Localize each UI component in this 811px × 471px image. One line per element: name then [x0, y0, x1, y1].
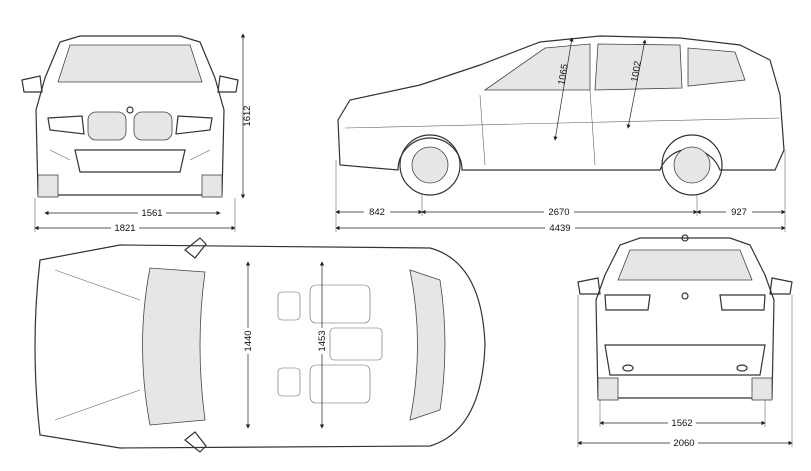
front-track-label: 1561	[141, 208, 162, 219]
wheelbase-label: 2670	[548, 207, 569, 218]
width-with-mirrors-label: 2060	[673, 438, 694, 449]
top-view	[34, 237, 486, 453]
side-view	[337, 35, 785, 196]
top-dimensions: 1440 1453	[242, 261, 328, 429]
front-view	[21, 35, 239, 198]
rear-interior-width-label: 1453	[317, 330, 328, 351]
width-label: 1821	[114, 223, 135, 234]
rear-track-label: 1562	[671, 418, 692, 429]
side-dimensions: 1065 1002 842 2670 927 4439	[335, 37, 786, 234]
rear-headroom-label: 1002	[629, 60, 644, 83]
front-headroom-label: 1065	[556, 63, 571, 86]
front-dimensions: 1612 1561 1821	[34, 33, 253, 234]
height-label: 1612	[242, 105, 253, 126]
front-interior-width-label: 1440	[243, 330, 254, 351]
rear-view	[577, 234, 793, 401]
rear-dimensions: 1562 2060	[577, 295, 793, 449]
length-label: 4439	[549, 223, 570, 234]
rear-overhang-label: 927	[731, 207, 747, 218]
front-overhang-label: 842	[369, 207, 385, 218]
